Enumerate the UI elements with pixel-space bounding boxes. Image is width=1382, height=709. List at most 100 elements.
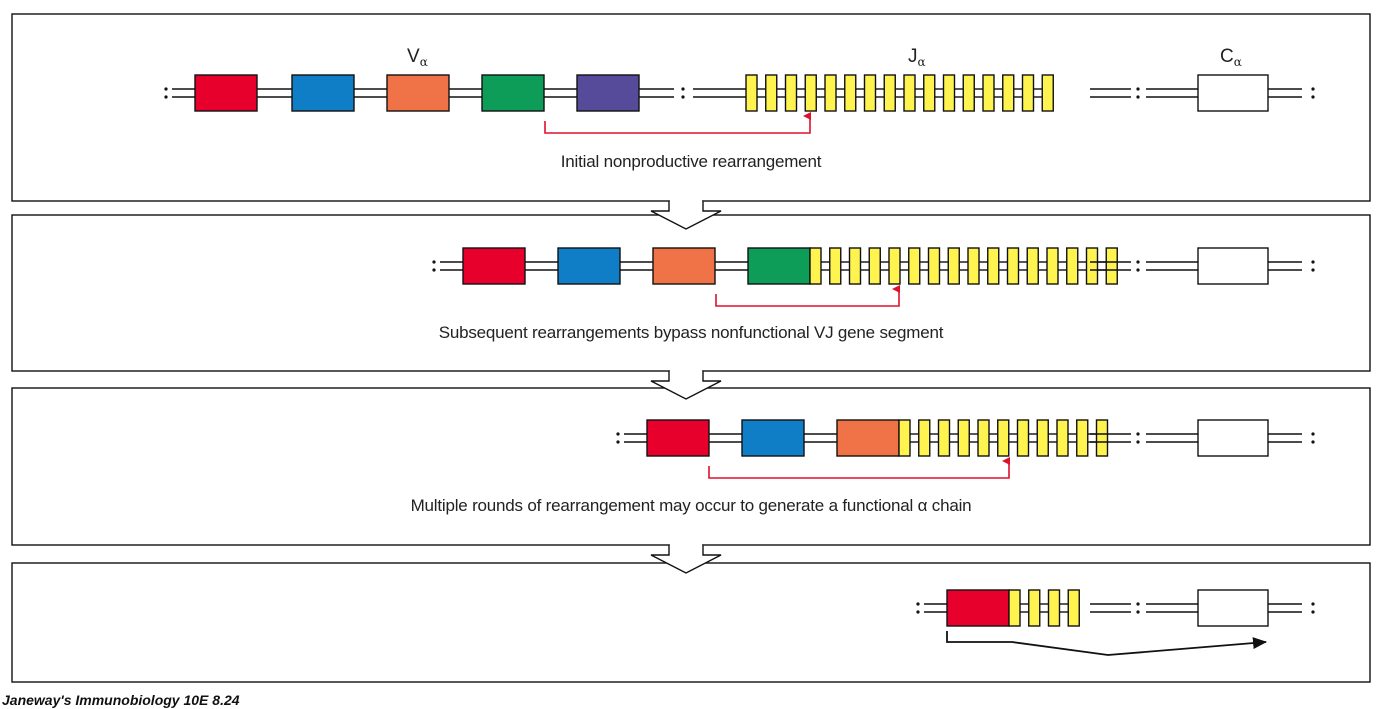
panel-2-v-segment-1 [462,247,526,285]
panel-2-v-segment-4 [747,247,811,285]
panel-1-j-segment-14 [1002,74,1015,112]
panel-2-v-segment-3 [652,247,716,285]
panel-2-j-segment-12 [1026,247,1039,285]
panel-2-j-segment-4 [868,247,881,285]
j-alpha-label: Jα [908,46,926,69]
panel-4-start-colon-dot-top [916,602,920,606]
panel-4-c-segment [1197,589,1269,627]
panel-3-start-colon-dot-bottom [616,440,620,444]
panel-4-v-segment-1 [946,589,1010,627]
panel-3-break-jc-dot-bottom [1136,440,1140,444]
panel-3-j-segment-2 [918,419,931,457]
c-alpha-label: Cα [1220,46,1242,69]
flow-arrow-1 [650,201,722,230]
panel-2-j-segment-16 [1105,247,1118,285]
panel-3-v-segment-3 [836,419,900,457]
panel-2-j-segment-8 [947,247,960,285]
panel-3-caption: Multiple rounds of rearrangement may occ… [410,496,972,515]
panel-1-j-segment-1 [745,74,758,112]
panel-3-end-colon-dot-bottom [1311,440,1315,444]
panel-1-break-jc-dot-top [1136,87,1140,91]
panel-3-v-segment-1 [646,419,710,457]
panel-4-j-segment-4 [1067,589,1080,627]
panel-2-j-segment-6 [908,247,921,285]
panel-2-break-jc-dot-top [1136,260,1140,264]
panel-1-rearrangement-arrow [544,112,811,134]
panel-4-end-colon-dot-bottom [1311,610,1315,614]
panel-3-start-colon-dot-top [616,432,620,436]
panel-2-c-segment [1197,247,1269,285]
panel-3-rearrangement-arrow [708,457,1010,479]
panel-3-break-jc-dot-top [1136,432,1140,436]
panel-3-j-segment-10 [1076,419,1089,457]
v-alpha-label: Vα [407,46,428,69]
panel-3-frame [11,387,1371,546]
panel-3-v-segment-2 [741,419,805,457]
panel-2-j-segment-5 [888,247,901,285]
panel-2-j-segment-2 [829,247,842,285]
panel-2-j-segment-7 [927,247,941,285]
panel-1-start-colon-dot-bottom [164,95,168,99]
panel-3-c-segment [1197,419,1269,457]
flow-arrow-2 [650,371,722,400]
panel-4-j-segment-1 [1008,589,1021,627]
panel-1-j-segment-8 [883,74,896,112]
panel-4-end-colon-dot-top [1311,602,1315,606]
panel-3-j-segment-4 [957,419,970,457]
panel-4-frame [11,562,1371,683]
panel-1-j-segment-11 [942,74,956,112]
panel-1-j-segment-2 [765,74,778,112]
figure-credit: Janeway's Immunobiology 10E 8.24 [2,692,240,708]
panel-3-j-segment-5 [977,419,990,457]
panel-3-j-segment-1 [898,419,911,457]
panel-2-end-colon-dot-top [1311,260,1315,264]
panel-4-j-segment-2 [1028,589,1041,627]
panel-4-j-segment-3 [1047,589,1061,627]
panel-1-start-colon-dot-top [164,87,168,91]
panel-3-j-segment-3 [937,419,951,457]
panel-4-transcript-arrow [946,631,1267,656]
panel-1-j-segment-15 [1021,74,1035,112]
panel-1-j-segment-4 [804,74,817,112]
panel-2-caption: Subsequent rearrangements bypass nonfunc… [438,323,944,342]
panel-2-v-segment-2 [557,247,621,285]
panel-3-j-segment-8 [1036,419,1049,457]
panel-2-end-colon-dot-bottom [1311,268,1315,272]
panel-3-j-segment-7 [1016,419,1030,457]
panel-1-c-segment [1197,74,1269,112]
panel-2-j-segment-13 [1046,247,1059,285]
panel-1-j-segment-5 [824,74,837,112]
panel-2-break-jc-dot-bottom [1136,268,1140,272]
panel-1-end-colon-dot-top [1311,87,1315,91]
panel-1-v-segment-1 [194,74,258,112]
panel-1-j-segment-6 [844,74,857,112]
panel-3-j-segment-6 [997,419,1010,457]
panel-1-v-segment-2 [291,74,355,112]
flow-arrow-3 [650,545,722,574]
panel-4-start-colon-dot-bottom [916,610,920,614]
panel-3-j-segment-11 [1095,419,1109,457]
panel-2-j-segment-1 [809,247,822,285]
panel-2-j-segment-11 [1006,247,1020,285]
panel-3-j-segment-9 [1056,419,1069,457]
panel-2-j-segment-10 [987,247,1000,285]
panel-1-break-vj-dot-bottom [681,95,685,99]
panel-1-break-vj-dot-top [681,87,685,91]
panel-2-j-segment-14 [1066,247,1079,285]
panel-1-j-segment-16 [1041,74,1054,112]
panel-1-j-segment-13 [982,74,995,112]
panel-2-j-segment-15 [1085,247,1099,285]
panel-4-break-jc-dot-top [1136,602,1140,606]
panel-4-break-jc-dot-bottom [1136,610,1140,614]
panel-1-j-segment-7 [863,74,877,112]
panel-1-caption: Initial nonproductive rearrangement [560,152,822,171]
panel-1-v-segment-4 [481,74,545,112]
panel-2-j-segment-3 [848,247,862,285]
panel-1-j-segment-10 [923,74,936,112]
panel-2-start-colon-dot-bottom [432,268,436,272]
panel-1-j-segment-12 [962,74,975,112]
panel-1-v-segment-5 [576,74,640,112]
panel-1-end-colon-dot-bottom [1311,95,1315,99]
